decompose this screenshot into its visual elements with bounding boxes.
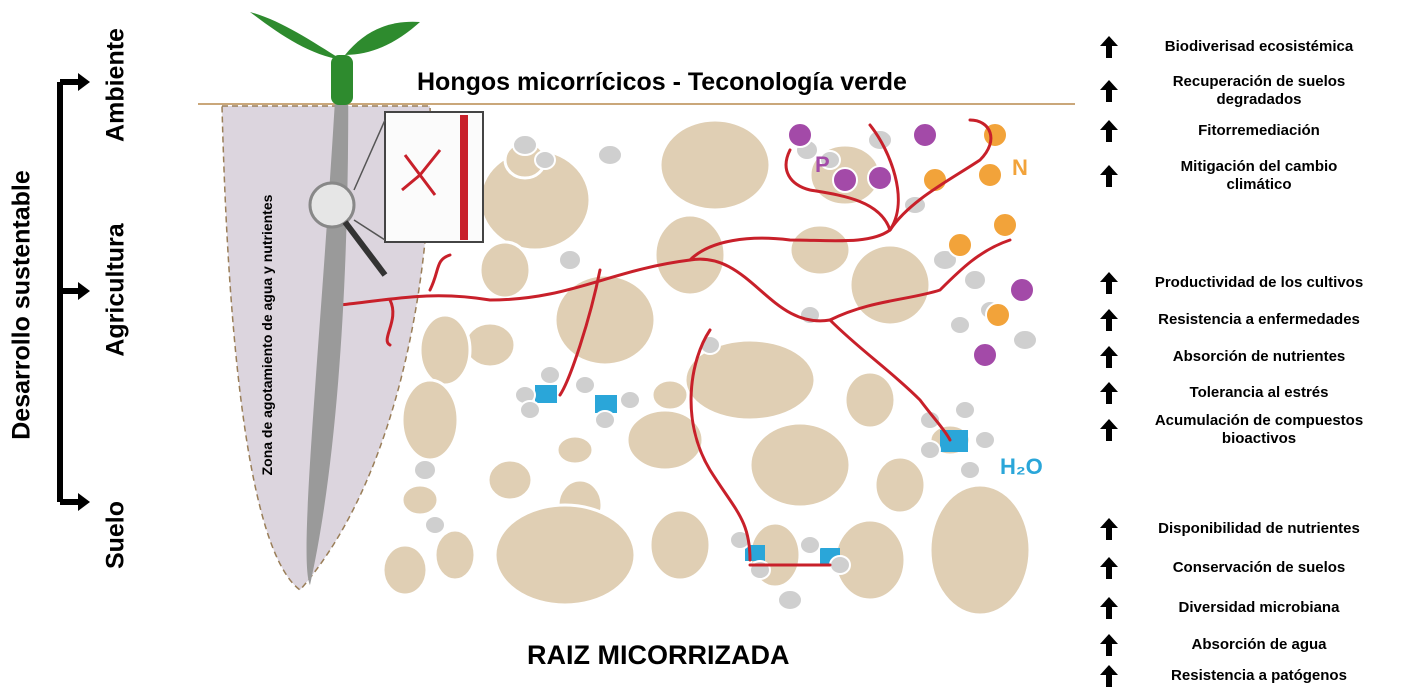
up-arrow-icon	[1100, 120, 1118, 142]
benefit-suelo-5: Resistencia a patógenos	[1100, 665, 1400, 687]
up-arrow-icon	[1100, 557, 1118, 579]
benefit-suelo-2: Conservación de suelos	[1100, 557, 1400, 579]
axis-label-desarrollo: Desarrollo sustentable	[2, 140, 42, 470]
level-suelo: Suelo	[96, 490, 136, 580]
up-arrow-icon	[1100, 272, 1118, 294]
benefit-agricultura-2: Resistencia a enfermedades	[1100, 309, 1400, 331]
benefit-suelo-1: Disponibilidad de nutrientes	[1100, 518, 1400, 540]
up-arrow-icon	[1100, 634, 1118, 656]
benefit-ambiente-3: Fitorremediación	[1100, 120, 1400, 142]
phosphorus-label: P	[815, 152, 830, 178]
benefit-ambiente-2: Recuperación de suelos degradados	[1100, 73, 1400, 109]
benefit-ambiente-4: Mitigación del cambio climático	[1100, 158, 1400, 194]
up-arrow-icon	[1100, 419, 1118, 441]
nitrogen-particles	[923, 123, 1017, 327]
depletion-zone-label: Zona de agotamiento de agua y nutrientes	[256, 120, 278, 550]
up-arrow-icon	[1100, 309, 1118, 331]
benefit-suelo-4: Absorción de agua	[1100, 634, 1400, 656]
level-ambiente: Ambiente	[96, 15, 136, 155]
level-agricultura: Agricultura	[96, 205, 136, 375]
benefits-panel: Biodiverisad ecosistémica Recuperación d…	[1100, 0, 1400, 689]
up-arrow-icon	[1100, 518, 1118, 540]
diagram-bottom-label: RAIZ MICORRIZADA	[527, 640, 789, 671]
mycorrhiza-illustration	[190, 0, 1090, 689]
benefit-agricultura-4: Tolerancia al estrés	[1100, 382, 1400, 404]
up-arrow-icon	[1100, 382, 1118, 404]
up-arrow-icon	[1100, 36, 1118, 58]
benefit-suelo-3: Diversidad microbiana	[1100, 597, 1400, 619]
up-arrow-icon	[1100, 165, 1118, 187]
benefit-agricultura-3: Absorción de nutrientes	[1100, 346, 1400, 368]
water-label: H₂O	[1000, 454, 1043, 480]
benefit-agricultura-1: Productividad de los cultivos	[1100, 272, 1400, 294]
diagram-title: Hongos micorrícicos - Teconología verde	[417, 68, 907, 97]
benefit-ambiente-1: Biodiverisad ecosistémica	[1100, 36, 1400, 58]
up-arrow-icon	[1100, 597, 1118, 619]
up-arrow-icon	[1100, 665, 1118, 687]
up-arrow-icon	[1100, 80, 1118, 102]
axis-bracket	[50, 70, 90, 520]
up-arrow-icon	[1100, 346, 1118, 368]
benefit-agricultura-5: Acumulación de compuestos bioactivos	[1100, 412, 1400, 448]
nitrogen-label: N	[1012, 155, 1028, 181]
